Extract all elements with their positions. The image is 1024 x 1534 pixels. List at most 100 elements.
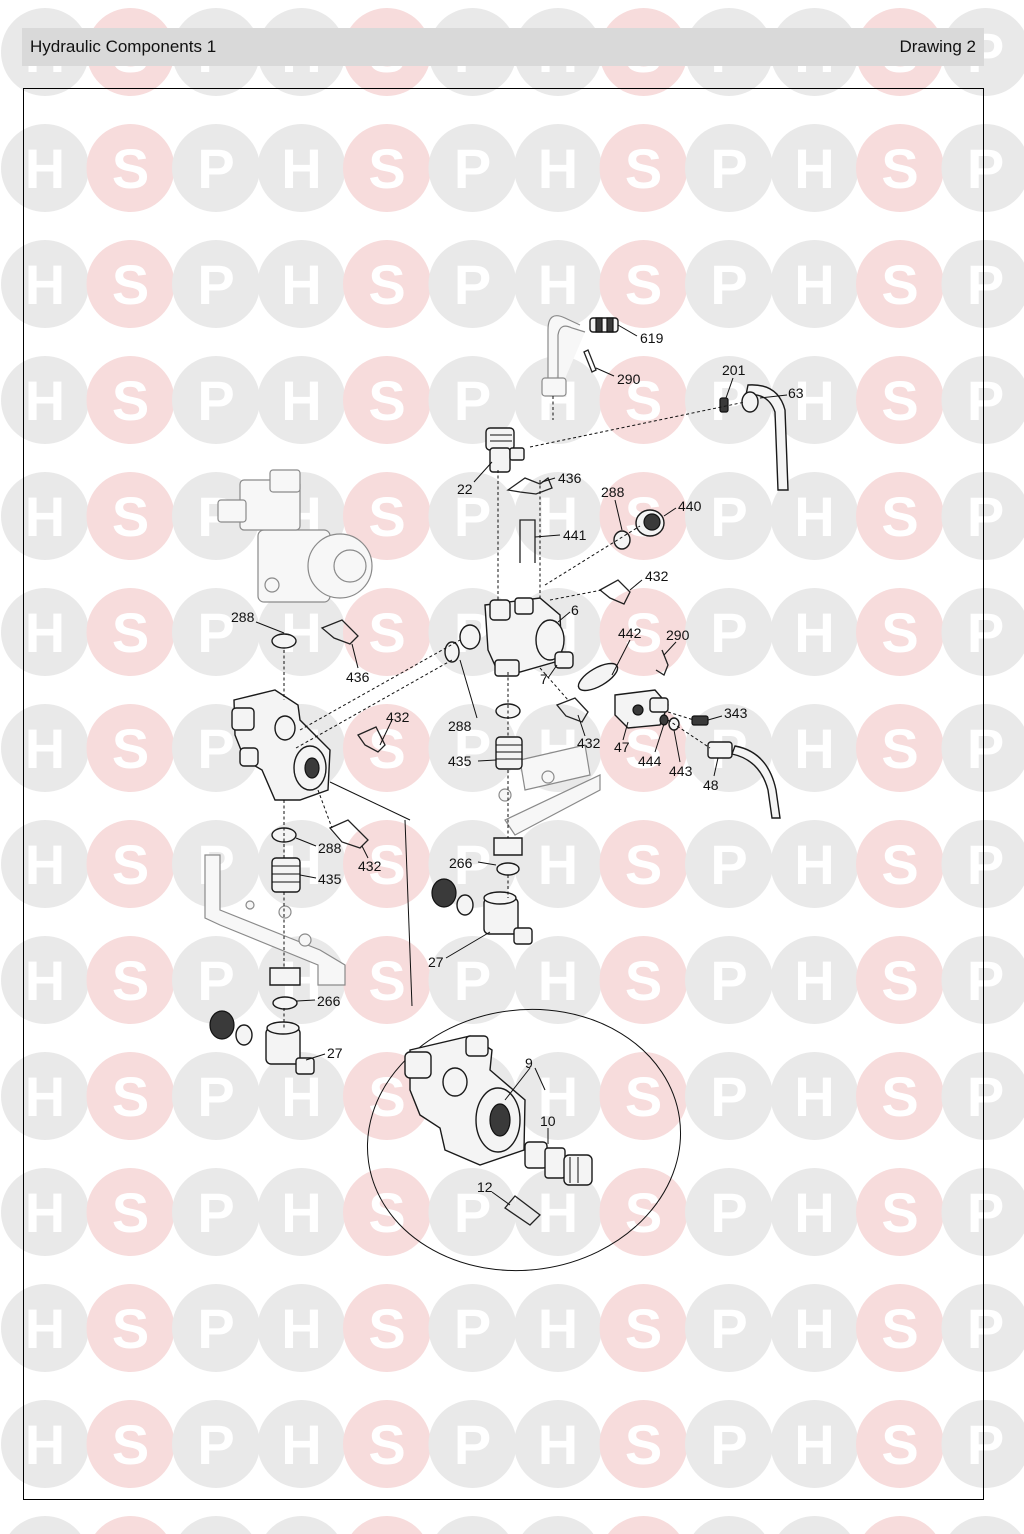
part-12-clip: [504, 1195, 541, 1226]
watermark-letter: S: [112, 369, 149, 432]
watermark-circle: [941, 1400, 1024, 1488]
watermark-circle: [428, 1168, 517, 1256]
part-label-27: 27: [428, 954, 444, 970]
watermark-circle: [172, 472, 260, 560]
watermark-circle: [9, 1516, 81, 1534]
watermark-circle: [685, 936, 773, 1024]
watermark-letter: H: [25, 717, 65, 780]
watermark-circle: [428, 936, 517, 1024]
watermark-circle: [770, 356, 859, 444]
watermark-circle: [257, 588, 346, 676]
watermark-circle: [685, 356, 773, 444]
watermark-circle: [685, 124, 773, 212]
watermark-circle: [685, 1400, 773, 1488]
watermark-letter: P: [710, 949, 747, 1012]
watermark-circle: [856, 820, 944, 908]
part-7-bush: [554, 651, 574, 669]
watermark-circle: [514, 356, 602, 444]
watermark-circle: [599, 124, 688, 212]
watermark-circle: [941, 936, 1024, 1024]
part-290-clip-b: [655, 649, 669, 676]
watermark-letter: S: [625, 949, 662, 1012]
watermark-letter: P: [197, 1413, 234, 1476]
watermark-letter: H: [794, 949, 834, 1012]
watermark-letter: S: [625, 601, 662, 664]
part-label-12: 12: [477, 1179, 493, 1195]
watermark-circle: [856, 1400, 944, 1488]
watermark-circle: [343, 936, 431, 1024]
watermark-letter: P: [197, 253, 234, 316]
watermark-circle: [856, 124, 944, 212]
watermark-circle: [257, 356, 346, 444]
part-label-48: 48: [703, 777, 719, 793]
watermark-letter: H: [281, 137, 321, 200]
part-label-22: 22: [457, 481, 473, 497]
watermark-letter: H: [25, 369, 65, 432]
watermark-letter: P: [197, 717, 234, 780]
watermark-circle: [172, 240, 260, 328]
watermark-circle: [180, 1516, 252, 1534]
watermark-letter: H: [281, 1413, 321, 1476]
watermark-circle: [343, 820, 431, 908]
part-label-619: 619: [640, 330, 664, 346]
part-label-290: 290: [617, 371, 641, 387]
part-27-tap-left: [209, 1010, 315, 1075]
watermark-circle: [514, 936, 602, 1024]
watermark-circle: [856, 1284, 944, 1372]
part-619-fitting: [589, 317, 619, 333]
watermark-letter: H: [281, 601, 321, 664]
watermark-letter: P: [197, 1181, 234, 1244]
watermark-letter: S: [368, 253, 405, 316]
part-label-436: 436: [346, 669, 370, 685]
watermark-circle: [770, 240, 859, 328]
part-label-432: 432: [386, 709, 410, 725]
watermark-letter: H: [538, 137, 578, 200]
watermark-letter: P: [967, 1297, 1004, 1360]
watermark-circle: [172, 588, 260, 676]
watermark-letter: H: [538, 1181, 578, 1244]
watermark-circle: [437, 1516, 508, 1534]
watermark-letter: P: [967, 717, 1004, 780]
watermark-letter: H: [794, 137, 834, 200]
watermark-circle: [86, 240, 175, 328]
watermark-letter: H: [25, 1413, 65, 1476]
watermark-letter: S: [112, 1413, 149, 1476]
watermark-circle: [428, 704, 517, 792]
watermark-letter: H: [538, 1413, 578, 1476]
watermark-letter: P: [710, 1413, 747, 1476]
part-440-plug: [635, 509, 665, 537]
watermark-letter: S: [881, 369, 918, 432]
watermark-circle: [599, 1284, 688, 1372]
watermark-circle: [685, 240, 773, 328]
watermark-letter: H: [25, 833, 65, 896]
drawing-frame: [23, 88, 984, 1500]
watermark-circle: [685, 1284, 773, 1372]
watermark-letter: S: [881, 137, 918, 200]
watermark-letter: H: [794, 369, 834, 432]
watermark-letter: P: [197, 137, 234, 200]
watermark-circle: [941, 356, 1024, 444]
watermark-letter: H: [794, 1529, 834, 1534]
watermark-circle: [343, 1400, 431, 1488]
watermark-circle: [266, 1516, 337, 1534]
watermark-letter: S: [112, 1181, 149, 1244]
detail-manifold: [404, 1035, 526, 1166]
watermark-circle: [685, 820, 773, 908]
part-6-hydraulic-block: [459, 597, 565, 677]
watermark-letter: S: [881, 1065, 918, 1128]
watermark-circle: [856, 704, 944, 792]
watermark-circle: [770, 1052, 859, 1140]
watermark-letter: S: [625, 369, 662, 432]
watermark-letter: H: [538, 1065, 578, 1128]
part-48-sensor: [707, 741, 781, 819]
watermark-circle: [856, 472, 944, 560]
part-label-440: 440: [678, 498, 702, 514]
watermark-letter: H: [794, 253, 834, 316]
watermark-circle: [257, 124, 346, 212]
watermark-letter: P: [967, 485, 1004, 548]
watermark-circle: [257, 1400, 346, 1488]
watermark-letter: H: [794, 601, 834, 664]
watermark-letter: P: [454, 1297, 491, 1360]
watermark-circle: [770, 1284, 859, 1372]
part-label-7: 7: [540, 671, 548, 687]
